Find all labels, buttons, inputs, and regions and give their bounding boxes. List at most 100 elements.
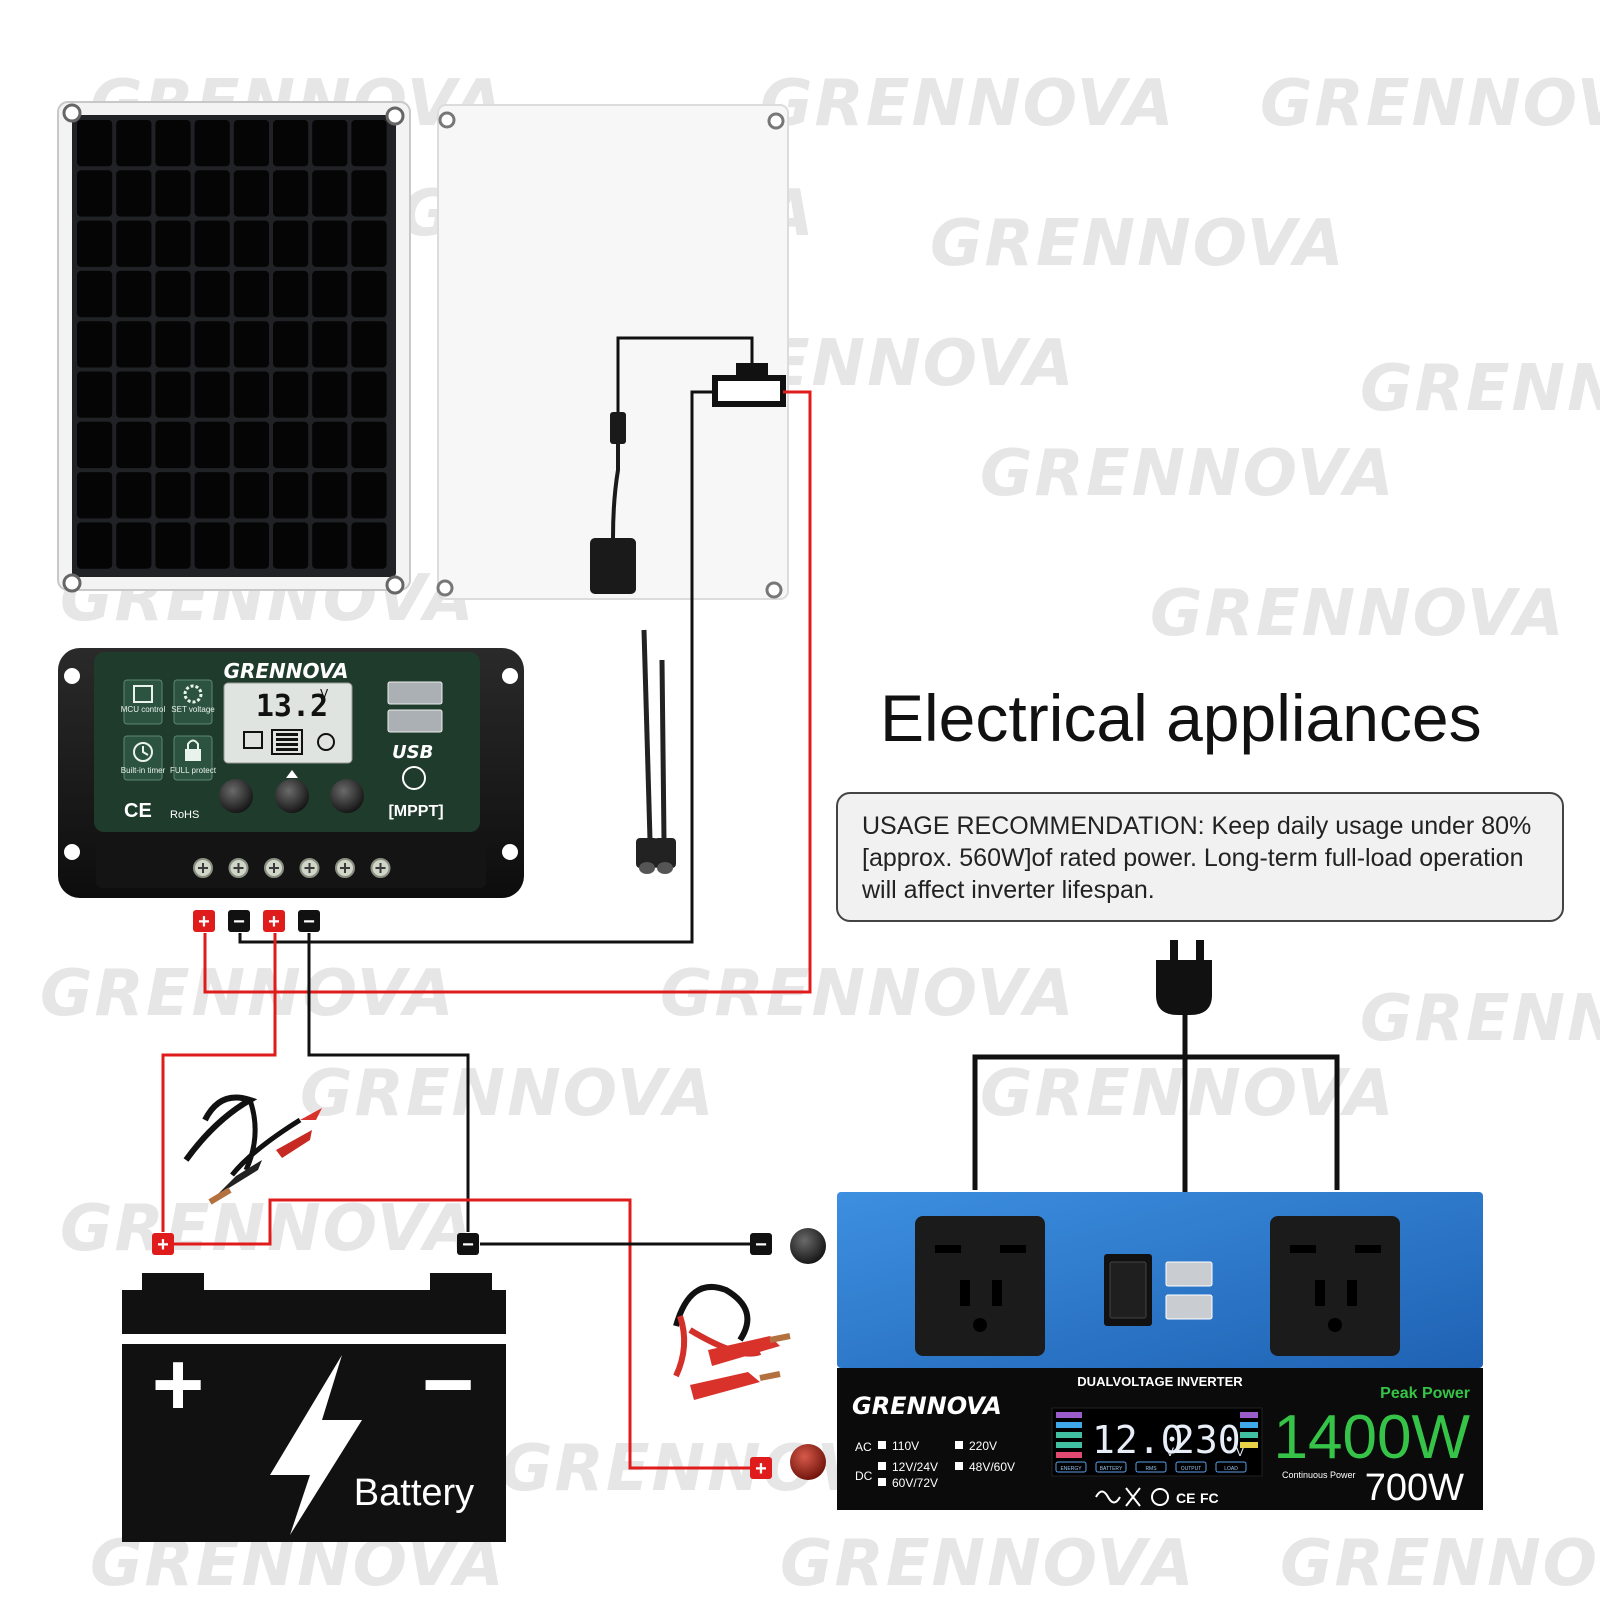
controller-brand: GRENNOVA	[224, 659, 349, 683]
solar-cell	[273, 220, 309, 267]
battery-plus-sign: +	[152, 1335, 205, 1435]
solar-cell	[233, 371, 269, 418]
solar-cell	[351, 321, 387, 368]
solar-cell	[77, 170, 113, 217]
indicator-box	[1135, 1461, 1167, 1473]
function-tile-mcu: MCU control	[121, 679, 165, 725]
continuous-power-value: 700W	[1365, 1467, 1464, 1509]
plus-sign: +	[198, 911, 210, 933]
output-voltage-readout: 230	[1172, 1418, 1241, 1462]
solar-cell	[116, 321, 152, 368]
solar-cell	[273, 421, 309, 469]
minus-sign: −	[755, 1234, 767, 1256]
mppt-label: [MPPT]	[388, 803, 443, 820]
energy-level-bars	[1056, 1412, 1082, 1458]
solar-cell	[312, 220, 348, 267]
controller-terminal-minus: −	[298, 910, 320, 933]
mount-hole	[502, 668, 518, 684]
terminal-screws	[193, 858, 391, 878]
battery-terminal-minus-marker: −	[457, 1233, 479, 1256]
black-clamp-icon	[216, 1160, 262, 1196]
dc-label: DC	[855, 1469, 873, 1483]
ac-option-list: 110V 220V	[878, 1439, 997, 1453]
indicator-box	[1215, 1461, 1247, 1473]
power-switch[interactable]	[1104, 1254, 1152, 1326]
solar-cell	[155, 421, 191, 469]
plug-icon	[1156, 960, 1212, 1015]
indicator-box	[1095, 1461, 1127, 1473]
solar-cell	[273, 170, 309, 217]
clamp-cable-top	[183, 1094, 322, 1205]
controller-voltage-readout: 13.2	[256, 689, 328, 724]
menu-knob[interactable]	[219, 779, 253, 813]
solar-cell	[194, 321, 230, 368]
bulb-icon	[317, 733, 335, 751]
ce-mark: CE	[1176, 1490, 1195, 1506]
solar-cell	[312, 120, 348, 167]
ac-label: AC	[855, 1440, 872, 1454]
indicator-box	[1175, 1461, 1207, 1473]
minus-sign: −	[303, 911, 315, 933]
usb-label: USB	[392, 742, 433, 763]
solar-cell	[351, 421, 387, 469]
tile-label: Built-in timer	[121, 766, 166, 775]
panel-wire-black	[616, 336, 754, 412]
red-clamp-icon	[300, 1108, 322, 1120]
junction-box	[590, 538, 636, 594]
watermark-text: GRENNOVA	[1280, 1527, 1600, 1600]
cert-icons: CE FC	[1095, 1487, 1219, 1507]
controller-lcd	[223, 682, 353, 764]
input-voltage-readout: 12.0	[1092, 1418, 1184, 1462]
load-level-bars	[1240, 1412, 1258, 1448]
peak-power-label: Peak Power	[1380, 1385, 1470, 1402]
minus-sign: −	[462, 1234, 474, 1256]
panel-icon	[243, 731, 263, 749]
up-knob[interactable]	[275, 779, 309, 813]
usage-recommendation: USAGE RECOMMENDATION: Keep daily usage u…	[836, 792, 1564, 922]
clock-icon	[133, 742, 153, 762]
solar-cell	[233, 321, 269, 368]
solar-cell	[273, 371, 309, 418]
watermark-text: GRENNOVA	[1150, 577, 1566, 651]
solar-cell	[273, 472, 309, 519]
wire-panel-positive	[203, 390, 812, 994]
watermark-text: GRENNOVA	[760, 67, 1176, 141]
solar-cell	[312, 522, 348, 569]
solar-cell	[77, 522, 113, 569]
wire-battery-positive	[161, 933, 277, 1232]
inverter: DUALVOLTAGE INVERTER GRENNOVA AC DC 110V…	[790, 1192, 1483, 1510]
wire-inverter-positive	[163, 1198, 752, 1470]
solar-cell	[312, 321, 348, 368]
mount-hole	[64, 844, 80, 860]
battery-terminal-plus-marker: +	[152, 1233, 174, 1256]
terminal-strip	[96, 832, 486, 888]
ac-option: 220V	[969, 1439, 997, 1453]
solar-cell	[312, 472, 348, 519]
solar-cell	[77, 371, 113, 418]
usb-port	[387, 709, 443, 733]
solar-cell	[194, 522, 230, 569]
solar-cell	[351, 170, 387, 217]
positive-post	[790, 1444, 826, 1480]
solar-cell	[351, 220, 387, 267]
ac-socket-left[interactable]	[915, 1216, 1045, 1356]
plus-sign: +	[268, 911, 280, 933]
solar-cell	[77, 321, 113, 368]
inverter-terminal-minus-marker: −	[750, 1233, 772, 1256]
screw-slot	[304, 863, 315, 873]
rohs-mark: RoHS	[170, 809, 199, 821]
output-voltage-unit: V	[1236, 1445, 1244, 1459]
wire-ac-output	[972, 1013, 1340, 1192]
down-knob[interactable]	[330, 779, 364, 813]
fc-mark: FC	[1200, 1490, 1219, 1506]
ac-socket-right[interactable]	[1270, 1216, 1400, 1356]
usb-port[interactable]	[1165, 1261, 1213, 1287]
solar-cell	[194, 220, 230, 267]
solar-cell	[233, 472, 269, 519]
usb-port[interactable]	[1165, 1294, 1213, 1320]
ce-mark: CE	[124, 800, 152, 822]
battery-minus-sign: −	[422, 1335, 475, 1435]
solar-cell	[273, 321, 309, 368]
